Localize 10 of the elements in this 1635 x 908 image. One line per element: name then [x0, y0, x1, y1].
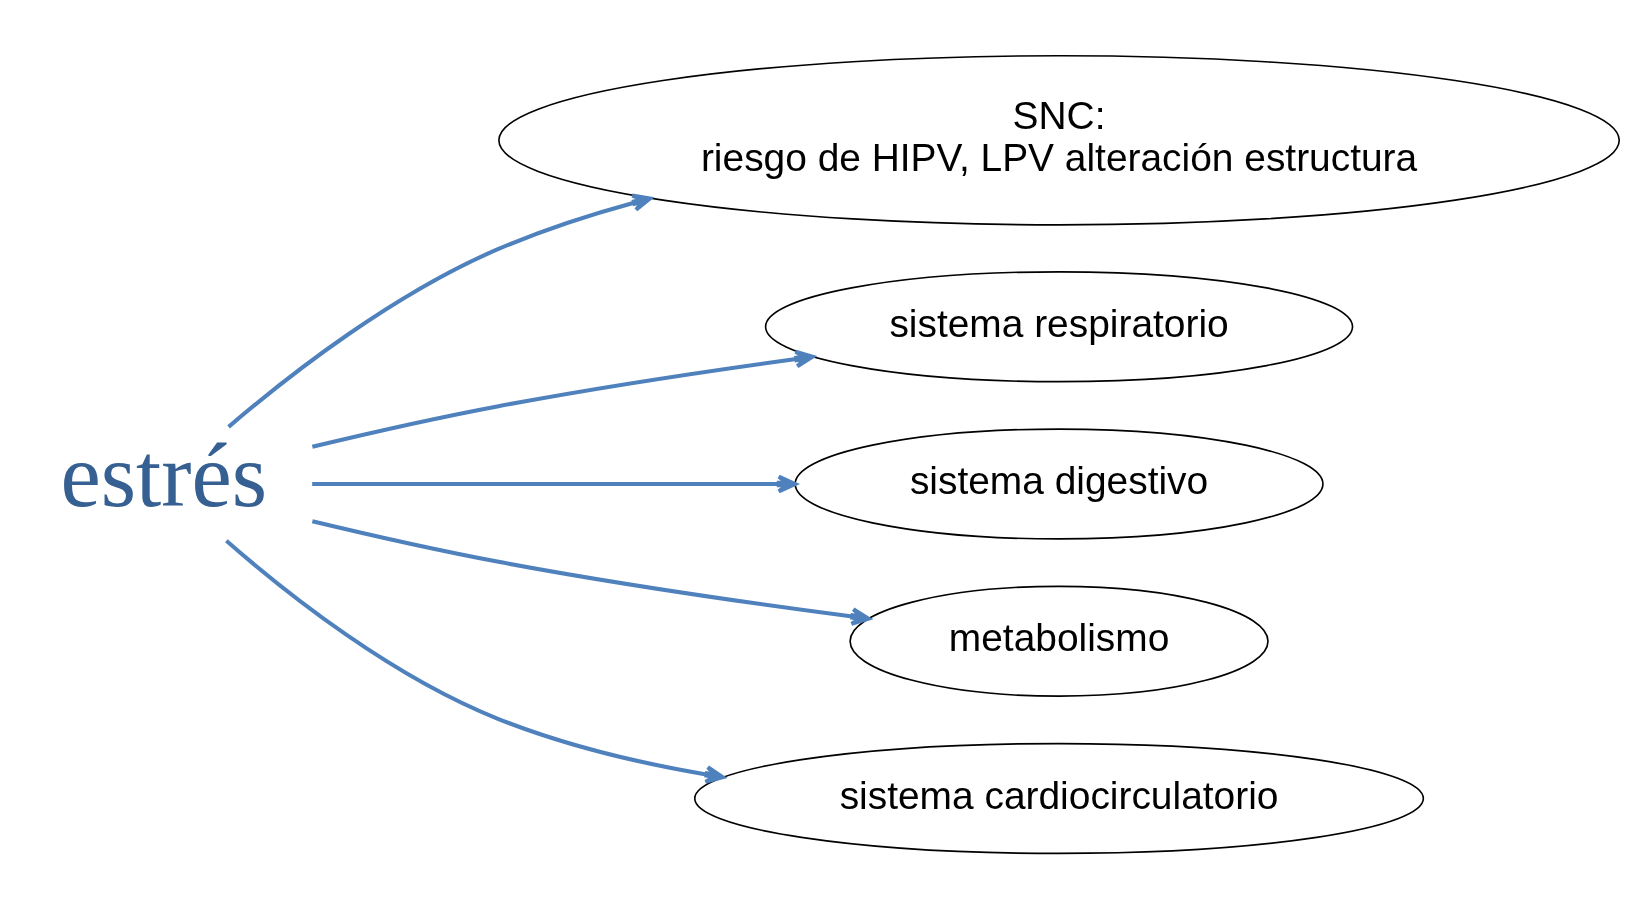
node-ellipse: sistema respiratorio	[764, 270, 1354, 382]
arrow	[311, 349, 815, 449]
node-ellipse: SNC: riesgo de HIPV, LPV alteración estructura	[498, 54, 1621, 226]
node-ellipse: sistema digestivo	[794, 427, 1324, 540]
node-text: estrés	[60, 424, 268, 526]
arrow	[227, 193, 652, 428]
arrow	[312, 474, 798, 493]
node-ellipse: sistema cardiocirculatorio	[693, 742, 1425, 854]
arrow	[311, 518, 871, 626]
arrow	[225, 538, 725, 784]
